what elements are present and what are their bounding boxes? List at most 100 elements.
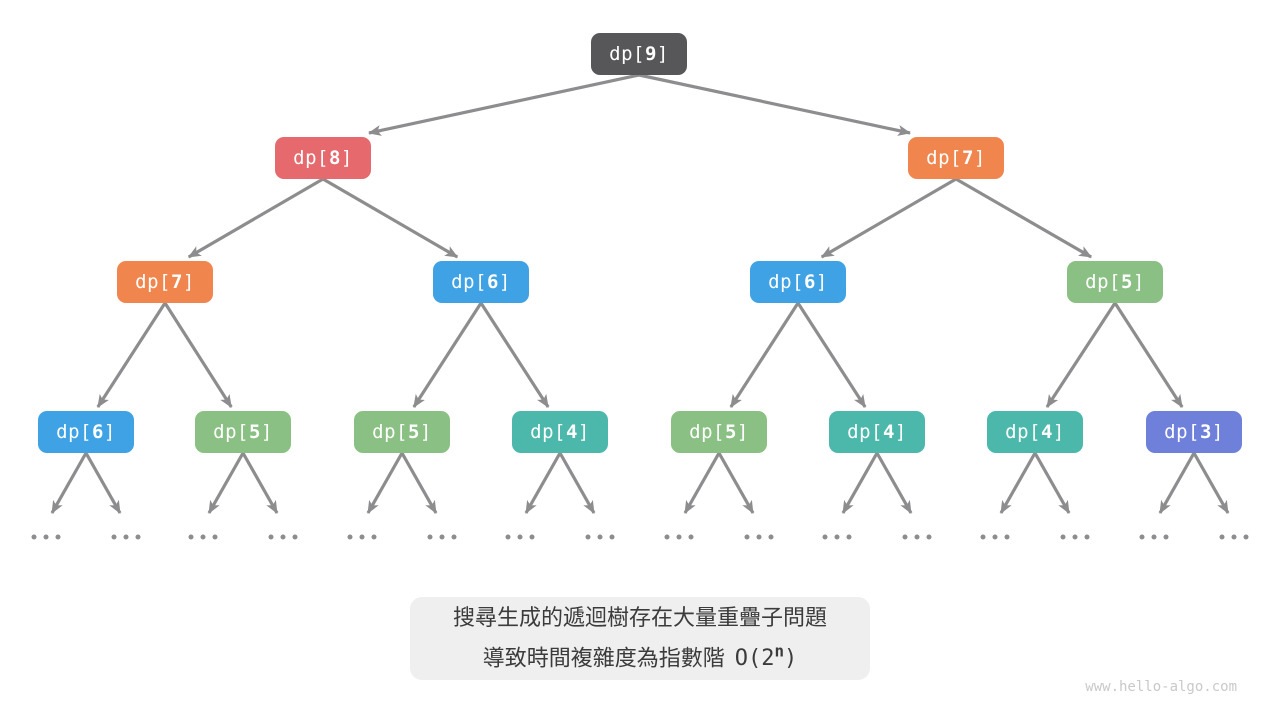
edge-arrow [558, 452, 596, 514]
edge-arrow [50, 452, 88, 514]
ellipsis-dot [664, 534, 670, 540]
ellipsis-dot [1231, 534, 1237, 540]
ellipsis-dot [280, 534, 286, 540]
ellipsis-dot [1243, 534, 1249, 540]
continuation-ellipsis [505, 534, 535, 540]
ellipsis-dot [292, 534, 298, 540]
ellipsis-dot [1163, 534, 1169, 540]
ellipsis-dot [1219, 534, 1225, 540]
tree-node-dp5-c: dp[5] [354, 411, 450, 453]
ellipsis-dot [1139, 534, 1145, 540]
ellipsis-dot [1004, 534, 1010, 540]
edge-arrow [683, 452, 721, 514]
ellipsis-dot [926, 534, 932, 540]
tree-node-dp3: dp[3] [1146, 411, 1242, 453]
caption-line2-text: 導致時間複雜度為指數階 [482, 646, 725, 672]
ellipsis-dot [347, 534, 353, 540]
edge-arrow [368, 73, 640, 136]
ellipsis-dot [822, 534, 828, 540]
ellipsis-dot [992, 534, 998, 540]
edge-arrow [717, 452, 755, 514]
continuation-ellipsis [980, 534, 1010, 540]
ellipsis-dot [1072, 534, 1078, 540]
continuation-ellipsis [268, 534, 298, 540]
ellipsis-dot [439, 534, 445, 540]
edge-arrow [322, 177, 459, 259]
ellipsis-dot [123, 534, 129, 540]
continuation-ellipsis [664, 534, 694, 540]
caption-line1: 搜尋生成的遞迴樹存在大量重疊子問題 [452, 605, 827, 631]
edge-arrow [1113, 302, 1184, 408]
ellipsis-dot [505, 534, 511, 540]
ellipsis-dot [1060, 534, 1066, 540]
ellipsis-dot [371, 534, 377, 540]
tree-node-dp7-right: dp[7] [908, 137, 1004, 179]
ellipsis-dot [756, 534, 762, 540]
edge-arrow [796, 302, 867, 408]
edge-arrow [1033, 452, 1071, 514]
edge-arrow [1192, 452, 1230, 514]
continuation-ellipsis [1139, 534, 1169, 540]
ellipsis-dot [914, 534, 920, 540]
tree-node-dp6-b: dp[6] [750, 261, 846, 303]
tree-node-dp4-c: dp[4] [987, 411, 1083, 453]
ellipsis-dot [980, 534, 986, 540]
edge-arrow [524, 452, 562, 514]
continuation-ellipsis [347, 534, 377, 540]
edge-arrow [96, 302, 167, 408]
continuation-ellipsis [427, 534, 457, 540]
ellipsis-dot [31, 534, 37, 540]
ellipsis-dot [359, 534, 365, 540]
continuation-ellipsis [31, 534, 61, 540]
ellipsis-dot [529, 534, 535, 540]
ellipsis-dot [834, 534, 840, 540]
continuation-ellipsis [822, 534, 852, 540]
edge-arrow [841, 452, 879, 514]
tree-node-dp4-b: dp[4] [829, 411, 925, 453]
ellipsis-dot [188, 534, 194, 540]
ellipsis-dot [43, 534, 49, 540]
tree-node-dp4-a: dp[4] [512, 411, 608, 453]
continuation-ellipsis [1219, 534, 1249, 540]
ellipsis-dot [768, 534, 774, 540]
ellipsis-dot [902, 534, 908, 540]
ellipsis-dot [55, 534, 61, 540]
continuation-ellipsis [188, 534, 218, 540]
ellipsis-dot [427, 534, 433, 540]
edge-arrow [729, 302, 800, 408]
edge-arrow [207, 452, 245, 514]
ellipsis-dot [200, 534, 206, 540]
ellipsis-dot [597, 534, 603, 540]
continuation-ellipsis [111, 534, 141, 540]
edge-arrow [163, 302, 233, 408]
edge-arrow [400, 452, 438, 514]
ellipsis-dot [744, 534, 750, 540]
ellipsis-dot [111, 534, 117, 540]
tree-node-dp8: dp[8] [275, 137, 371, 179]
edge-arrow [955, 177, 1093, 259]
edge-arrow [875, 452, 913, 514]
tree-node-dp9-root: dp[9] [591, 33, 687, 75]
edge-arrow [187, 177, 324, 259]
continuation-ellipsis [902, 534, 932, 540]
edge-arrow [366, 452, 404, 514]
edge-arrow [999, 452, 1037, 514]
edge-arrow [820, 177, 957, 259]
tree-node-dp6-c: dp[6] [38, 411, 134, 453]
edge-arrow [638, 73, 911, 136]
tree-node-dp5-b: dp[5] [195, 411, 291, 453]
edge-arrow [479, 302, 550, 408]
tree-node-dp5-a: dp[5] [1067, 261, 1163, 303]
ellipsis-dot [268, 534, 274, 540]
edge-arrow [1045, 302, 1117, 408]
ellipsis-dot [609, 534, 615, 540]
ellipsis-dot [846, 534, 852, 540]
ellipsis-dot [585, 534, 591, 540]
ellipsis-dot [688, 534, 694, 540]
tree-node-dp6-a: dp[6] [433, 261, 529, 303]
ellipsis-dot [517, 534, 523, 540]
tree-node-dp7-left: dp[7] [117, 261, 213, 303]
